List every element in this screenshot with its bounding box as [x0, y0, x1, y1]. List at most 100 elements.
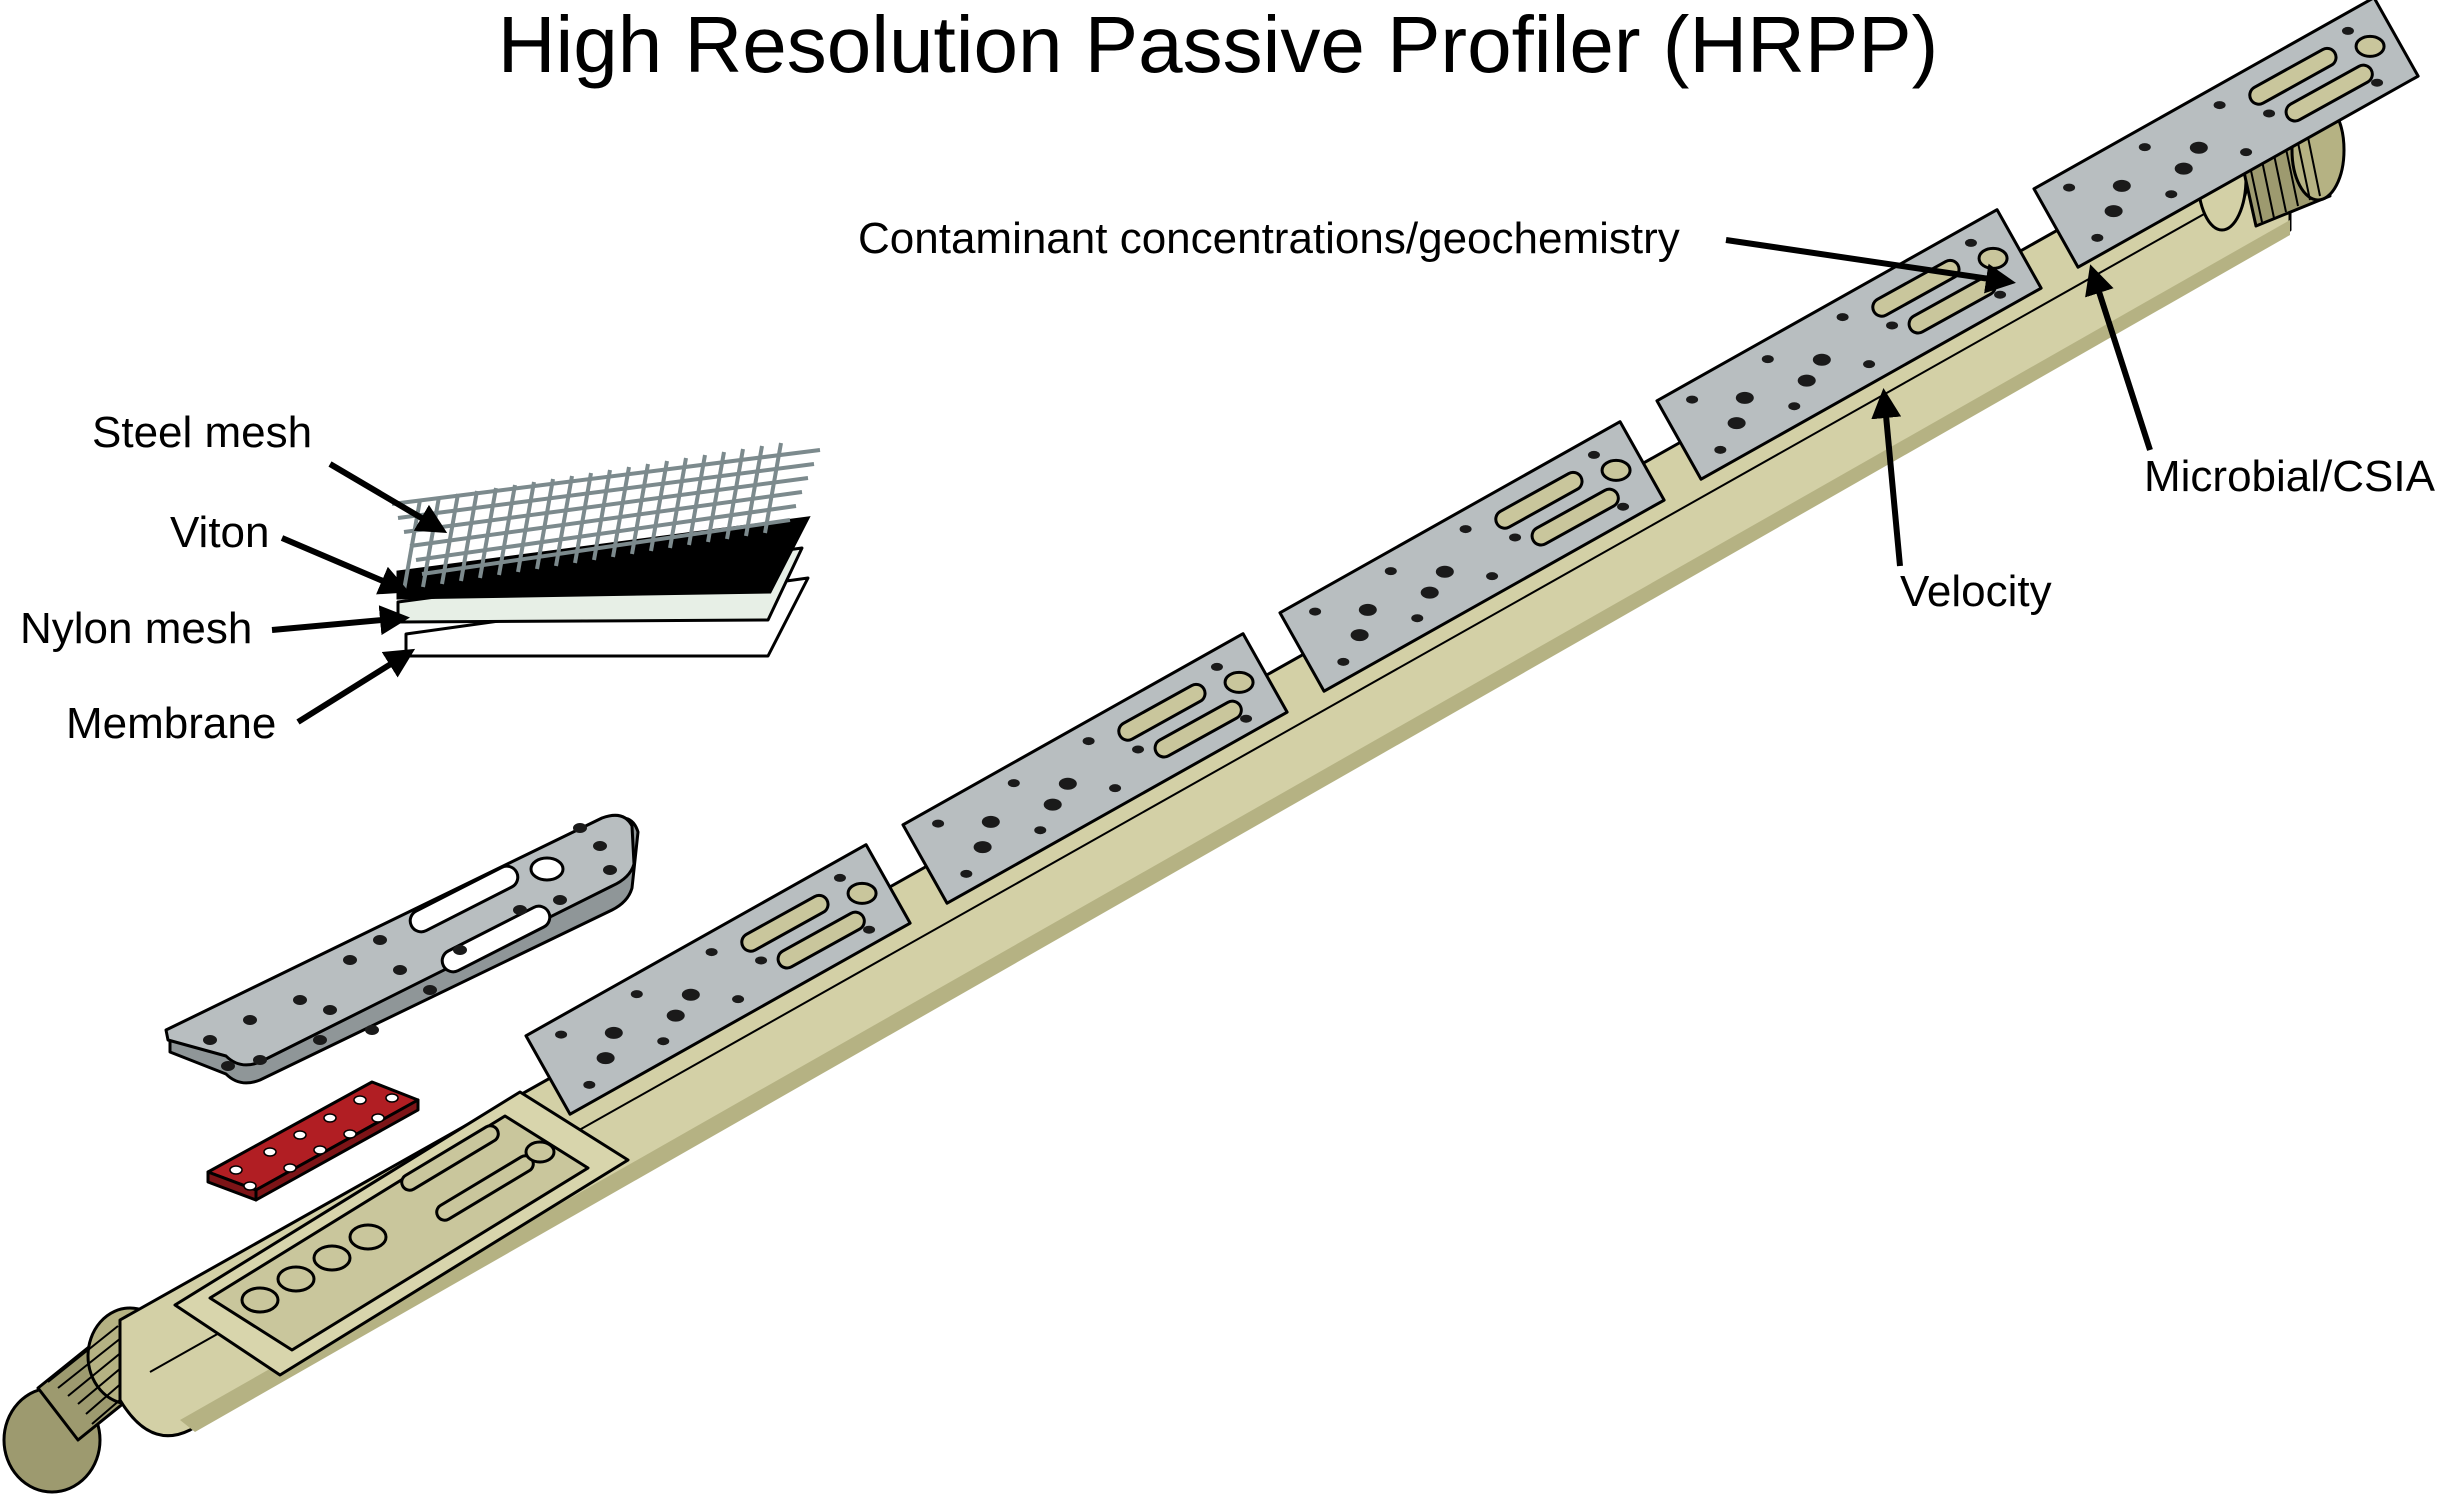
plate-hole	[973, 841, 992, 854]
steel-wire	[554, 475, 574, 567]
leader-nylon-mesh	[271, 605, 410, 636]
plate-hole	[1727, 417, 1746, 430]
steel-wire	[497, 484, 517, 576]
plate-hole	[1384, 567, 1397, 576]
plate-hole	[203, 1035, 217, 1045]
chamber-port	[240, 1286, 280, 1314]
gasket-hole	[229, 1165, 243, 1175]
plate-hole	[1788, 402, 1801, 411]
plate-hole	[1994, 290, 2007, 299]
plate-hole	[243, 1015, 257, 1025]
membrane-stack	[391, 442, 821, 658]
plate-hole	[1486, 572, 1499, 581]
plate-hole	[981, 815, 1000, 828]
steel-wire	[706, 451, 726, 543]
plate-slot	[408, 864, 520, 934]
plate-hole	[553, 895, 567, 905]
chamber-port	[524, 1140, 556, 1164]
label-steel-mesh: Steel mesh	[92, 408, 312, 457]
plate-hole	[393, 965, 407, 975]
plate-hole	[666, 1009, 685, 1022]
leader-viton	[280, 535, 410, 595]
steel-wire	[391, 448, 821, 506]
plate-hole	[1435, 565, 1454, 578]
label-velocity: Velocity	[1900, 567, 2052, 616]
steel-wire	[687, 454, 707, 546]
plate-hole	[453, 945, 467, 955]
plate-slot	[1871, 258, 1961, 318]
plate-hole	[253, 1055, 267, 1065]
plate-hole	[1964, 238, 1977, 247]
plate-hole	[1735, 391, 1754, 404]
plate-port	[529, 856, 565, 882]
sampler-cavity	[173, 1090, 630, 1377]
plate-port	[1977, 246, 2009, 270]
plate-hole	[1686, 395, 1699, 404]
steel-mesh-layer	[391, 442, 821, 591]
chamber-port	[348, 1223, 388, 1251]
plate-hole	[1420, 586, 1439, 599]
steel-wire	[763, 442, 783, 534]
label-membrane: Membrane	[66, 699, 276, 748]
plate-hole	[1836, 313, 1849, 322]
plate-hole	[593, 841, 607, 851]
plate-hole	[423, 985, 437, 995]
rod-shadow	[180, 220, 2290, 1432]
plate-hole	[603, 865, 617, 875]
steel-wire	[440, 493, 460, 585]
steel-wire	[630, 463, 650, 555]
plate-hole	[323, 1005, 337, 1015]
plate-hole	[732, 995, 745, 1004]
leader-contaminant	[1725, 237, 2016, 294]
plate-hole	[2174, 162, 2193, 175]
plate-port	[1223, 670, 1255, 694]
plate-hole	[2138, 143, 2151, 152]
rod-plate	[901, 632, 1289, 905]
plate-hole	[1358, 603, 1377, 616]
steel-wire	[744, 445, 764, 537]
gasket-hole	[243, 1181, 257, 1191]
plate-hole	[1886, 321, 1899, 330]
plate-hole	[1058, 777, 1077, 790]
plate-hole	[373, 935, 387, 945]
plate-hole	[365, 1025, 379, 1035]
plate-port	[2354, 34, 2386, 58]
plate-hole	[513, 905, 527, 915]
plate-hole	[221, 1061, 235, 1071]
plate-port	[846, 881, 878, 905]
gasket-hole	[293, 1130, 307, 1140]
label-contaminant: Contaminant concentrations/geochemistry	[858, 214, 1680, 263]
gasket-holes	[229, 1093, 399, 1191]
steel-wire	[459, 490, 479, 582]
plate-hole	[2063, 183, 2076, 192]
plate-hole	[960, 869, 973, 878]
leader-steel-mesh	[328, 461, 448, 534]
plate-hole	[2112, 179, 2131, 192]
plate-hole	[2263, 109, 2276, 118]
plate-hole	[596, 1052, 615, 1065]
gasket-hole	[263, 1147, 277, 1157]
steel-wire	[409, 490, 803, 548]
plate-hole	[293, 995, 307, 1005]
plate-hole	[555, 1030, 568, 1039]
steel-wire	[478, 487, 498, 579]
plate-hole	[1109, 784, 1122, 793]
plate-hole	[755, 956, 768, 965]
plate-hole	[1812, 353, 1831, 366]
leader-velocity	[1871, 388, 1903, 567]
plate-slot	[440, 904, 552, 974]
plate-hole	[2213, 101, 2226, 110]
plate-hole	[573, 823, 587, 833]
steel-wire	[649, 460, 669, 552]
label-nylon-mesh: Nylon mesh	[20, 604, 252, 653]
chamber-slot	[400, 1124, 500, 1192]
plate-hole	[705, 948, 718, 957]
plate-slot	[776, 910, 866, 970]
gasket-hole	[343, 1129, 357, 1139]
plate-hole	[2341, 26, 2354, 35]
plate-hole	[1210, 662, 1223, 671]
plate-hole	[2189, 141, 2208, 154]
plate-hole	[833, 873, 846, 882]
